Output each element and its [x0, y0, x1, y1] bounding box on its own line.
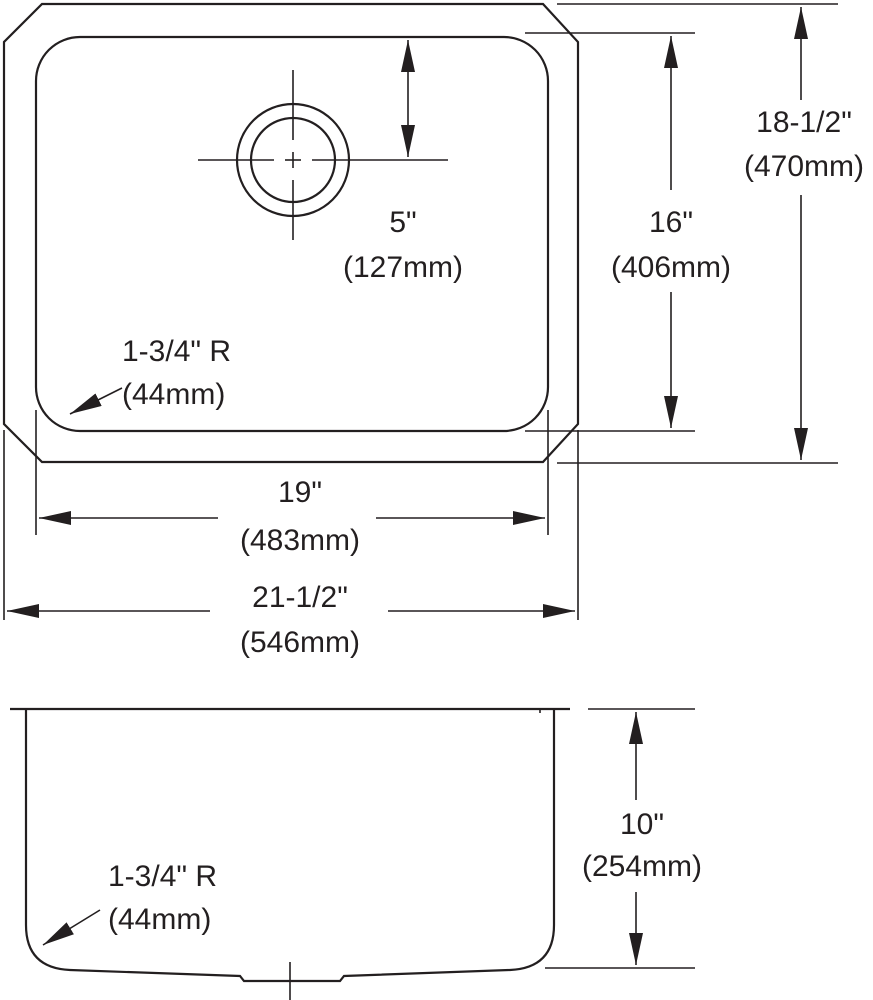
side-bowl-profile [24, 709, 556, 983]
overall-width-imperial: 21-1/2" [252, 581, 348, 614]
top-corner-radius-callout: 1-3/4" R (44mm) [69, 335, 231, 415]
overall-width-dimension: 21-1/2" (546mm) [3, 430, 579, 659]
side-corner-radius-metric: (44mm) [108, 903, 211, 936]
plan-view: 5" (127mm) 16" (406mm) 18-1/2" (470mm) 1… [2, 2, 864, 659]
top-corner-radius-metric: (44mm) [122, 378, 225, 411]
depth-imperial: 10" [620, 808, 664, 841]
drain-offset-metric: (127mm) [343, 251, 463, 284]
sink-inner-bowl [34, 35, 550, 433]
overall-width-metric: (546mm) [240, 626, 360, 659]
bowl-length-dimension: 16" (406mm) [525, 32, 731, 432]
top-corner-radius-imperial: 1-3/4" R [122, 335, 231, 368]
bowl-length-metric: (406mm) [611, 251, 731, 284]
bowl-width-dimension: 19" (483mm) [35, 410, 549, 557]
drain-offset-imperial: 5" [389, 206, 416, 239]
side-view: 10" (254mm) 1-3/4" R (44mm) [10, 707, 702, 1000]
overall-length-metric: (470mm) [744, 150, 864, 183]
sink-outer-flange [2, 2, 580, 464]
depth-metric: (254mm) [582, 850, 702, 883]
drain-offset-dimension: 5" (127mm) [343, 40, 463, 284]
bowl-width-imperial: 19" [278, 476, 322, 509]
bowl-width-metric: (483mm) [240, 524, 360, 557]
drain-symbol [198, 70, 448, 240]
overall-length-imperial: 18-1/2" [756, 106, 852, 139]
side-corner-radius-callout: 1-3/4" R (44mm) [42, 860, 217, 946]
depth-dimension: 10" (254mm) [545, 708, 702, 969]
bowl-length-imperial: 16" [649, 206, 693, 239]
side-corner-radius-imperial: 1-3/4" R [108, 860, 217, 893]
overall-length-dimension: 18-1/2" (470mm) [557, 3, 864, 464]
